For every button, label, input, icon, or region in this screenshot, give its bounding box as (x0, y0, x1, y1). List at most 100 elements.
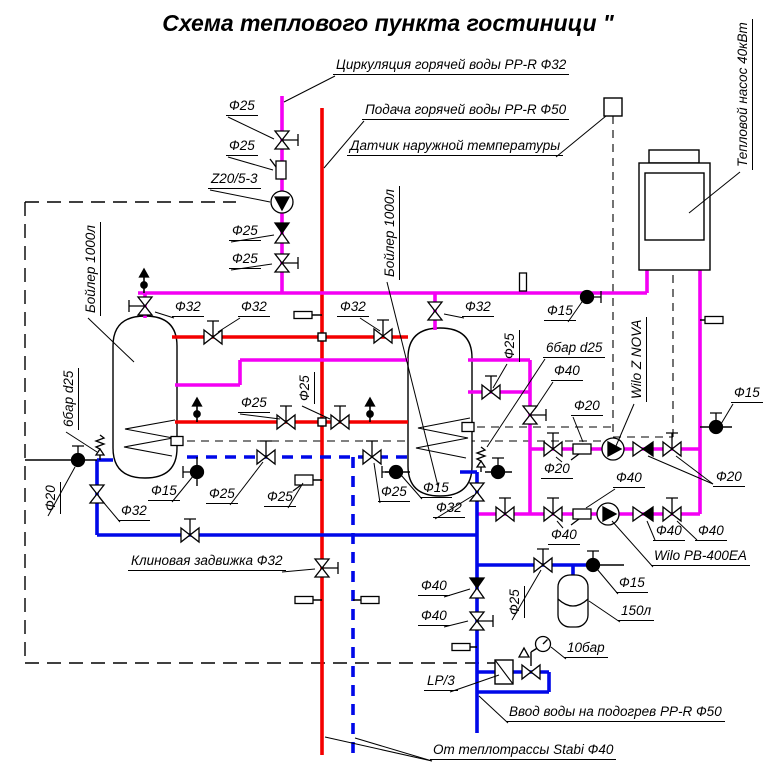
dn25-rot-boiler2-label: Ф25 (502, 330, 520, 362)
heat-pump (638, 149, 711, 271)
leader-line (65, 431, 98, 453)
leader-line (217, 317, 241, 333)
leader-line (386, 281, 439, 487)
pump-wilo-z-label: Wilo Z NOVA (629, 316, 647, 402)
leader-line (229, 461, 264, 506)
leader-line (567, 298, 585, 323)
dn15-header-drain-label: Ф15 (544, 303, 576, 321)
wedge-gate-valve (314, 558, 339, 578)
dn20-row1-pair-label: Ф20 (713, 469, 745, 487)
leader-line (511, 569, 542, 621)
leader-line (47, 466, 76, 517)
dn25-meter2-label: Ф25 (264, 489, 296, 507)
leader-line (373, 462, 381, 504)
dn40-trunk-valve-label: Ф40 (551, 363, 583, 381)
expansion-tank (557, 574, 589, 628)
safety-valve (95, 434, 105, 456)
leader-line (323, 120, 365, 169)
pump-wilo-pb-label: Wilo PB-400EA (651, 548, 750, 566)
wedge-valve-label: Клиновая задвижка Ф32 (128, 553, 286, 571)
valve (469, 482, 485, 502)
dn25-rot-fill-label: Ф25 (507, 586, 525, 618)
sensor-cable (187, 116, 674, 442)
boiler-sensor (461, 421, 475, 433)
leader-lines (47, 75, 741, 762)
valve (481, 375, 501, 400)
leader-line (647, 455, 714, 485)
leader-line (400, 474, 423, 500)
valve (522, 405, 547, 425)
safety-valve (476, 446, 486, 468)
leader-line (555, 456, 563, 463)
leader-line (688, 171, 741, 214)
flow-meter (570, 508, 592, 526)
dn32-boiler2-riser-label: Ф32 (462, 299, 494, 317)
leader-line (443, 620, 469, 628)
dn20-left-label: Ф20 (43, 482, 61, 514)
air-vent-icon (138, 268, 150, 294)
valve (662, 497, 682, 522)
valve (373, 319, 393, 344)
valve (274, 253, 299, 273)
air-vent-icon (364, 397, 376, 423)
valve (543, 432, 563, 457)
relief-valve (518, 647, 530, 658)
ball-valve (490, 457, 506, 480)
dn15-boiler2-label: Ф15 (420, 480, 452, 498)
leader-line (154, 311, 175, 319)
leader-line (492, 363, 508, 389)
boiler2-label: Бойлер 1000л (382, 186, 400, 280)
leader-line (588, 600, 621, 623)
water-inlet-label: Ввод воды на подогрев PP-R Ф50 (506, 704, 725, 722)
leader-line (354, 737, 433, 762)
dn32-boiler1-drain-label: Ф32 (118, 503, 150, 521)
leader-line (283, 75, 336, 103)
dn40-check-label: Ф40 (418, 578, 450, 596)
dn25-valve-label-1: Ф25 (226, 98, 258, 116)
bar6-d25-label-right: 6бар d25 (543, 340, 606, 358)
leader-line (615, 403, 635, 447)
valve (533, 548, 553, 573)
valve (495, 497, 515, 522)
leader-line (556, 520, 564, 529)
dn25-rot-header2-label: Ф25 (297, 372, 315, 404)
dn25-check-label: Ф25 (229, 223, 261, 241)
leader-line (449, 674, 500, 693)
diagram-title: Схема теплового пункта гостиници " (162, 10, 614, 36)
boiler-sensor (170, 435, 184, 447)
supply-line-label: Подача горячей воды PP-R Ф50 (362, 102, 570, 120)
ball-valve (70, 445, 86, 468)
check-valve (274, 222, 290, 244)
dn40-row2-valve-label-1: Ф40 (548, 527, 580, 545)
valve (180, 518, 200, 543)
thermometer-well (518, 272, 528, 292)
boiler-2 (407, 327, 473, 497)
bar10-label: 10бар (564, 640, 608, 658)
valve (256, 440, 276, 465)
air-vent-icon (191, 397, 203, 423)
dn15-boiler1-label: Ф15 (148, 483, 180, 501)
dn25-meter-label: Ф25 (226, 138, 258, 156)
leader-line (227, 116, 275, 140)
valve (330, 405, 350, 430)
dn25-red-header2-label: Ф25 (238, 395, 270, 413)
leader-line (239, 413, 281, 420)
dn32-boiler1-riser-label: Ф32 (172, 299, 204, 317)
leader-line (596, 568, 619, 595)
pump-z20-label: Z20/5-3 (208, 171, 261, 189)
valve (543, 497, 563, 522)
leader-line (171, 474, 195, 503)
leader-line (434, 494, 475, 520)
thermometer-well (451, 642, 471, 652)
dn32-blue-trunk-label: Ф32 (433, 500, 465, 518)
dn40-row2-valve-label-2: Ф40 (695, 523, 727, 541)
leader-line (324, 736, 433, 762)
dn15-right-label: Ф15 (731, 385, 763, 403)
pressure-gauge (534, 635, 552, 653)
tank-volume-label: 150л (618, 603, 655, 621)
pipe-return-dashed (187, 455, 408, 755)
leader-line (301, 405, 331, 420)
leader-line (646, 520, 656, 541)
dn25-return-valve-label-2: Ф25 (378, 484, 410, 502)
